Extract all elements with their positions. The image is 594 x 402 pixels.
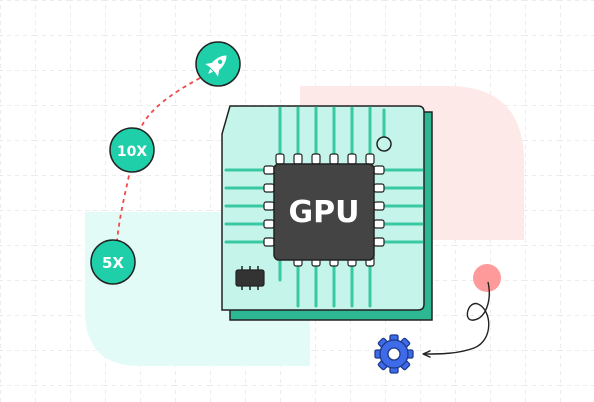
pink-dot bbox=[473, 264, 501, 292]
milestone-rocket bbox=[195, 41, 241, 87]
rocket-icon bbox=[205, 55, 227, 77]
gpu-die bbox=[273, 163, 375, 261]
milestone-10x: 10X bbox=[109, 127, 155, 173]
milestone-10x-label: 10X bbox=[117, 144, 147, 160]
gear-icon bbox=[374, 334, 414, 374]
curly-arrow bbox=[424, 281, 490, 354]
milestone-5x: 5X bbox=[90, 239, 136, 285]
small-component bbox=[235, 266, 265, 290]
gpu-label: GPU bbox=[289, 195, 360, 230]
mounting-hole bbox=[376, 136, 392, 152]
milestone-5x-label: 5X bbox=[102, 254, 124, 272]
